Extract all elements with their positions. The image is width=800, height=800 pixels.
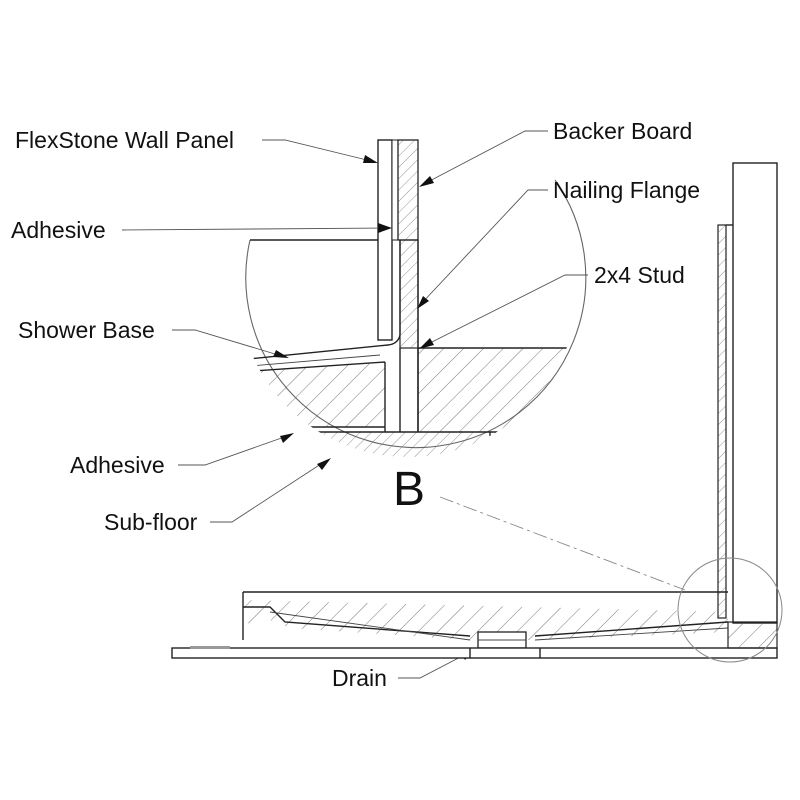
detail-label: B — [393, 463, 425, 516]
subfloor-shim — [190, 646, 230, 649]
label-nailing-flange: Nailing Flange — [553, 177, 700, 203]
leader-adhesive-lower — [178, 434, 291, 466]
label-stud: 2x4 Stud — [594, 262, 685, 288]
leader-nailing-flange — [419, 189, 548, 306]
shower-base-section — [238, 362, 385, 427]
shower-floor-left — [243, 606, 471, 637]
leader-adhesive-upper — [121, 227, 386, 231]
shower-floor-left-inner — [269, 611, 471, 641]
subfloor — [171, 647, 778, 659]
label-drain: Drain — [332, 665, 387, 691]
arrow-sub-floor — [317, 458, 331, 470]
detail-pointer-line — [439, 496, 686, 591]
arrow-stud — [419, 338, 434, 349]
leader-wall-panel — [262, 139, 376, 163]
leaders — [121, 130, 686, 679]
arrow-adhesive-lower — [280, 433, 294, 443]
nailing-flange — [399, 239, 419, 349]
label-sub-floor: Sub-floor — [104, 509, 198, 535]
label-flexstone-wall-panel: FlexStone Wall Panel — [15, 127, 234, 153]
framing-section — [418, 348, 578, 432]
wall-panel — [377, 139, 393, 341]
leader-stud — [421, 274, 588, 348]
arrow-adhesive-upper — [378, 223, 392, 233]
leader-drain — [398, 651, 471, 679]
arrow-nailing-flange — [417, 296, 429, 309]
shower-floor-right — [534, 621, 729, 637]
label-shower-base: Shower Base — [18, 317, 155, 343]
backer-board — [397, 139, 419, 241]
shower-floor-right-inner — [534, 627, 729, 641]
label-backer-board: Backer Board — [553, 118, 692, 144]
arrow-backer-board — [419, 176, 434, 187]
label-adhesive-upper: Adhesive — [11, 217, 106, 243]
label-adhesive-lower: Adhesive — [70, 452, 165, 478]
arrow-shower-base — [273, 350, 289, 358]
labels: FlexStone Wall Panel Backer Board Nailin… — [11, 118, 700, 691]
shower-base-top — [238, 361, 386, 373]
detail-b: B — [238, 139, 587, 516]
adhesive-strip — [391, 139, 399, 241]
shower-base-flange — [238, 240, 401, 361]
leader-shower-base — [172, 329, 286, 358]
right-floor-block — [727, 621, 778, 649]
leader-backer-board — [421, 130, 548, 186]
arrow-wall-panel — [363, 155, 378, 163]
shower-base-body — [243, 600, 728, 640]
right-wall — [732, 162, 778, 624]
overall-section — [171, 162, 783, 663]
leader-sub-floor — [210, 459, 328, 523]
shower-base-inner — [249, 354, 381, 367]
detail-reference-circle — [677, 557, 783, 663]
